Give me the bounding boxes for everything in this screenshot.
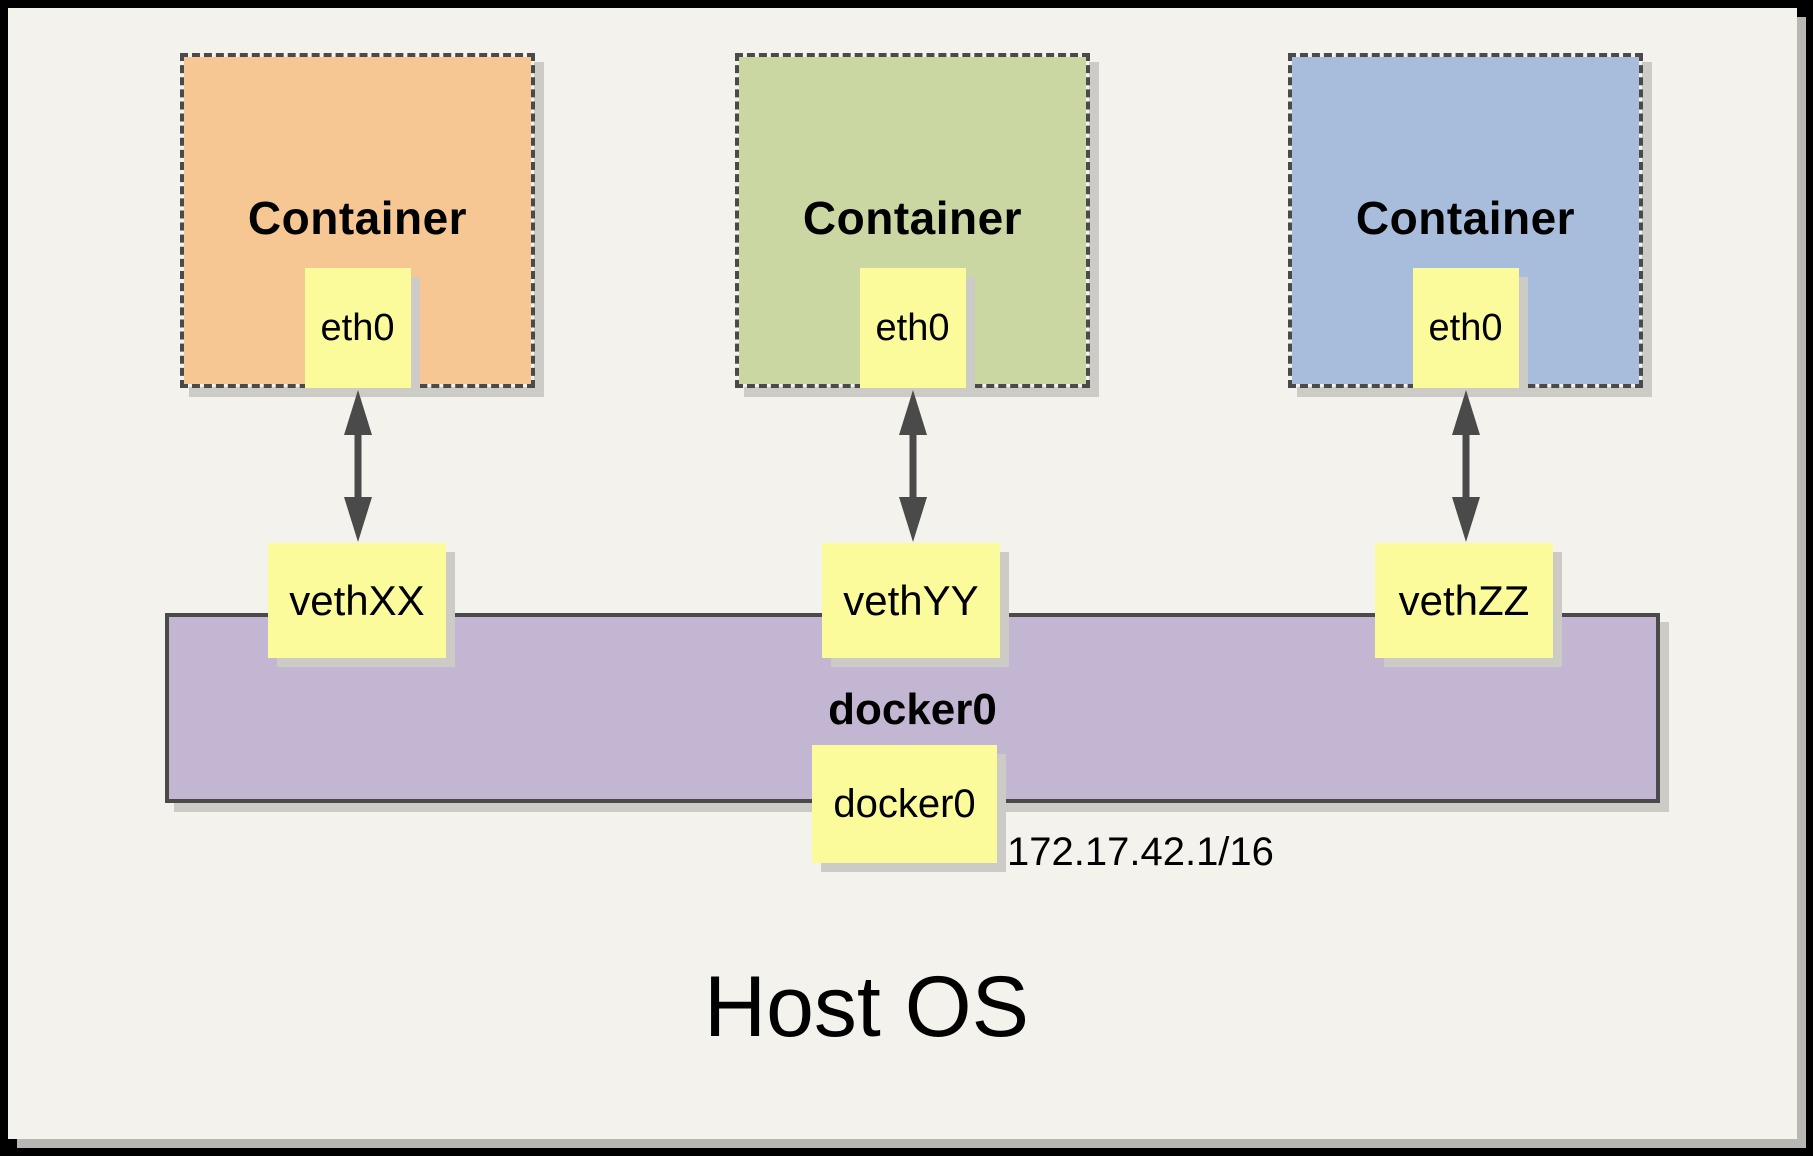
eth0-interface-node: eth0: [859, 268, 966, 388]
eth0-interface-node: eth0: [1412, 268, 1519, 388]
docker0-interface-node: docker0: [812, 745, 997, 863]
container-box-3: Container eth0: [1288, 53, 1643, 388]
eth0-vethxx-arrow-icon: [335, 389, 381, 543]
host-os-title: Host OS: [704, 959, 1029, 1055]
eth0-vethyy-arrow-icon: [890, 389, 936, 543]
container-title: Container: [1355, 192, 1576, 244]
vethxx-node: vethXX: [268, 543, 446, 658]
container-box-2: Container eth0: [735, 53, 1090, 388]
bridge-ip-label: 172.17.42.1/16: [1007, 830, 1274, 874]
eth0-interface-node: eth0: [304, 268, 411, 388]
container-title: Container: [802, 192, 1023, 244]
vethyy-node: vethYY: [822, 543, 1000, 658]
container-box-1: Container eth0: [180, 53, 535, 388]
container-title: Container: [247, 192, 468, 244]
vethzz-node: vethZZ: [1375, 543, 1553, 658]
docker0-bridge-title: docker0: [828, 685, 997, 734]
host-os-canvas: Container eth0 Container eth0 Container …: [8, 8, 1797, 1139]
eth0-vethzz-arrow-icon: [1443, 389, 1489, 543]
